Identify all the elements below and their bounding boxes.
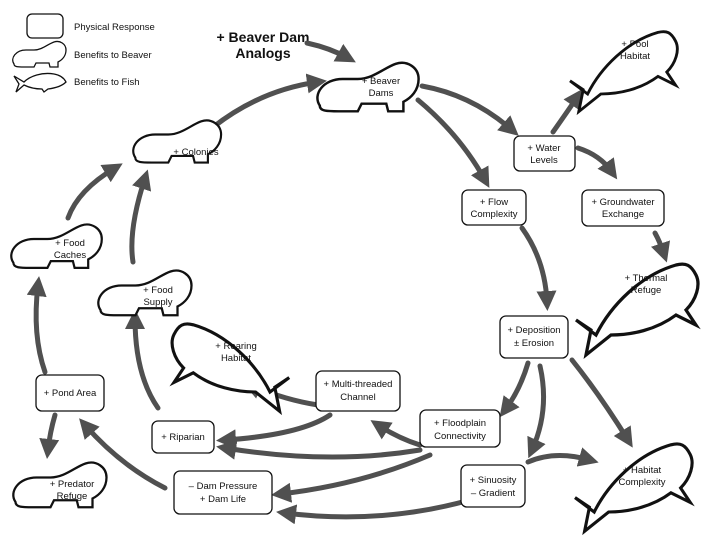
rearing-label-2: Habitat xyxy=(221,353,251,364)
node-water-levels: + Water Levels xyxy=(513,135,576,172)
arrow-foodsupply-to-colonies xyxy=(129,169,152,265)
arrow-deposition-to-habitat xyxy=(569,357,633,448)
title-line2: Analogs xyxy=(235,45,290,61)
legend-beaver-icon xyxy=(12,40,67,68)
thermal-refuge-label-1: + Thermal xyxy=(625,273,668,284)
beaver-node-dams: + Beaver Dams xyxy=(316,61,420,113)
flow-complexity-label-2: Complexity xyxy=(471,209,518,220)
arrow-sinuosity-to-habitat xyxy=(525,447,599,467)
node-sinuosity: + Sinuosity – Gradient xyxy=(460,464,526,508)
food-caches-label-2: Caches xyxy=(54,250,86,261)
beaver-predator-icon xyxy=(12,461,108,509)
sinuosity-label-2: – Gradient xyxy=(471,488,516,499)
predator-label-1: + Predator xyxy=(50,479,95,490)
node-flow-complexity: + Flow Complexity xyxy=(461,189,527,226)
legend: Physical Response Benefits to Beaver Ben… xyxy=(12,13,155,93)
floodplain-label-1: + Floodplain xyxy=(434,418,486,429)
node-pond-area: + Pond Area xyxy=(35,374,105,412)
arrows xyxy=(26,40,671,525)
beaver-dams-label-2: Dams xyxy=(369,88,394,99)
pond-area-label: + Pond Area xyxy=(44,388,97,399)
deposition-label-2: ± Erosion xyxy=(514,338,554,349)
beaver-node-predator: + Predator Refuge xyxy=(12,461,108,509)
arrow-riparian-to-foodsupply xyxy=(125,309,161,411)
groundwater-label-1: + Groundwater xyxy=(591,197,654,208)
node-floodplain: + Floodplain Connectivity xyxy=(419,409,501,448)
multi-threaded-label-2: Channel xyxy=(340,392,375,403)
arrow-sinuosity-to-dampressure xyxy=(276,497,473,525)
water-levels-label-2: Levels xyxy=(530,155,558,166)
sinuosity-label-1: + Sinuosity xyxy=(470,475,517,486)
arrow-water-to-groundwater xyxy=(575,145,618,180)
habitat-complexity-label-2: Complexity xyxy=(619,477,666,488)
arrow-floodplain-to-riparian xyxy=(216,439,423,460)
thermal-refuge-label-2: Refuge xyxy=(631,285,662,296)
legend-benefits-beaver: Benefits to Beaver xyxy=(74,50,152,61)
arrow-groundwater-to-thermal xyxy=(651,230,671,263)
arrow-caches-to-colonies xyxy=(65,163,123,221)
arrow-pond-to-caches xyxy=(26,276,48,375)
legend-benefits-fish: Benefits to Fish xyxy=(74,77,139,88)
arrow-dampressure-to-pond xyxy=(79,418,168,491)
floodplain-label-2: Connectivity xyxy=(434,431,486,442)
groundwater-label-2: Exchange xyxy=(602,209,644,220)
fish-habitat-complexity-icon xyxy=(574,442,695,536)
beaver-food-supply-icon xyxy=(97,269,193,317)
multi-threaded-label-1: + Multi-threaded xyxy=(324,379,393,390)
deposition-label-1: + Deposition xyxy=(507,325,560,336)
node-multi-threaded: + Multi-threaded Channel xyxy=(315,370,401,412)
food-supply-label-1: + Food xyxy=(143,285,173,296)
arrow-multithreaded-to-riparian xyxy=(216,412,333,450)
predator-label-2: Refuge xyxy=(57,491,88,502)
node-dam-pressure: – Dam Pressure + Dam Life xyxy=(173,470,273,515)
arrow-analogs-to-dams xyxy=(304,40,356,63)
fish-thermal-icon xyxy=(575,262,701,360)
arrow-dams-to-water xyxy=(419,83,519,136)
arrow-colonies-to-dams xyxy=(209,73,327,131)
title-line1: + Beaver Dam xyxy=(216,29,309,45)
fish-node-thermal: + Thermal Refuge xyxy=(575,262,701,360)
beaver-node-colonies: + Colonies xyxy=(132,119,223,164)
dam-pressure-label-2: + Dam Life xyxy=(200,494,246,505)
node-deposition: + Deposition ± Erosion xyxy=(499,315,569,359)
arrow-pond-to-predator xyxy=(39,412,60,459)
dam-pressure-label-1: – Dam Pressure xyxy=(189,481,258,492)
arrow-flow-to-deposition xyxy=(519,225,557,311)
food-supply-label-2: Supply xyxy=(143,297,172,308)
fish-rearing-icon xyxy=(169,322,291,416)
arrow-floodplain-to-multithreaded xyxy=(370,420,423,448)
beaver-node-caches: + Food Caches xyxy=(10,223,103,270)
arrow-dams-to-flow xyxy=(415,97,490,188)
food-caches-label-1: + Food xyxy=(55,238,85,249)
node-groundwater: + Groundwater Exchange xyxy=(581,189,665,227)
riparian-label: + Riparian xyxy=(161,432,205,443)
beaver-dams-label-1: + Beaver xyxy=(362,76,400,87)
colonies-label: + Colonies xyxy=(173,147,218,158)
fish-node-habitat-complexity: + Habitat Complexity xyxy=(574,442,695,536)
water-levels-label-1: + Water xyxy=(527,143,560,154)
flow-complexity-label-1: + Flow xyxy=(480,197,508,208)
legend-fish-icon xyxy=(13,72,67,93)
beaver-caches-icon xyxy=(10,223,103,270)
rearing-label-1: + Rearing xyxy=(215,341,256,352)
fish-node-pool: + Pool Habitat xyxy=(569,30,680,116)
pool-habitat-label-2: Habitat xyxy=(620,51,650,62)
beaver-dams-icon xyxy=(316,61,420,113)
beaver-node-food-supply: + Food Supply xyxy=(97,269,193,317)
legend-box-icon xyxy=(26,13,64,39)
beaver-colonies-icon xyxy=(132,119,223,164)
fish-node-rearing: + Rearing Habitat xyxy=(169,322,291,416)
arrow-deposition-to-floodplain xyxy=(499,360,531,418)
arrow-floodplain-to-dampressure xyxy=(271,452,433,503)
habitat-complexity-label-1: + Habitat xyxy=(623,465,662,476)
arrow-deposition-to-sinuosity xyxy=(527,363,547,459)
arrow-water-to-pool xyxy=(550,88,584,135)
fish-pool-icon xyxy=(569,30,680,116)
node-riparian: + Riparian xyxy=(151,420,215,454)
pool-habitat-label-1: + Pool xyxy=(621,39,648,50)
legend-physical-response: Physical Response xyxy=(74,22,155,33)
